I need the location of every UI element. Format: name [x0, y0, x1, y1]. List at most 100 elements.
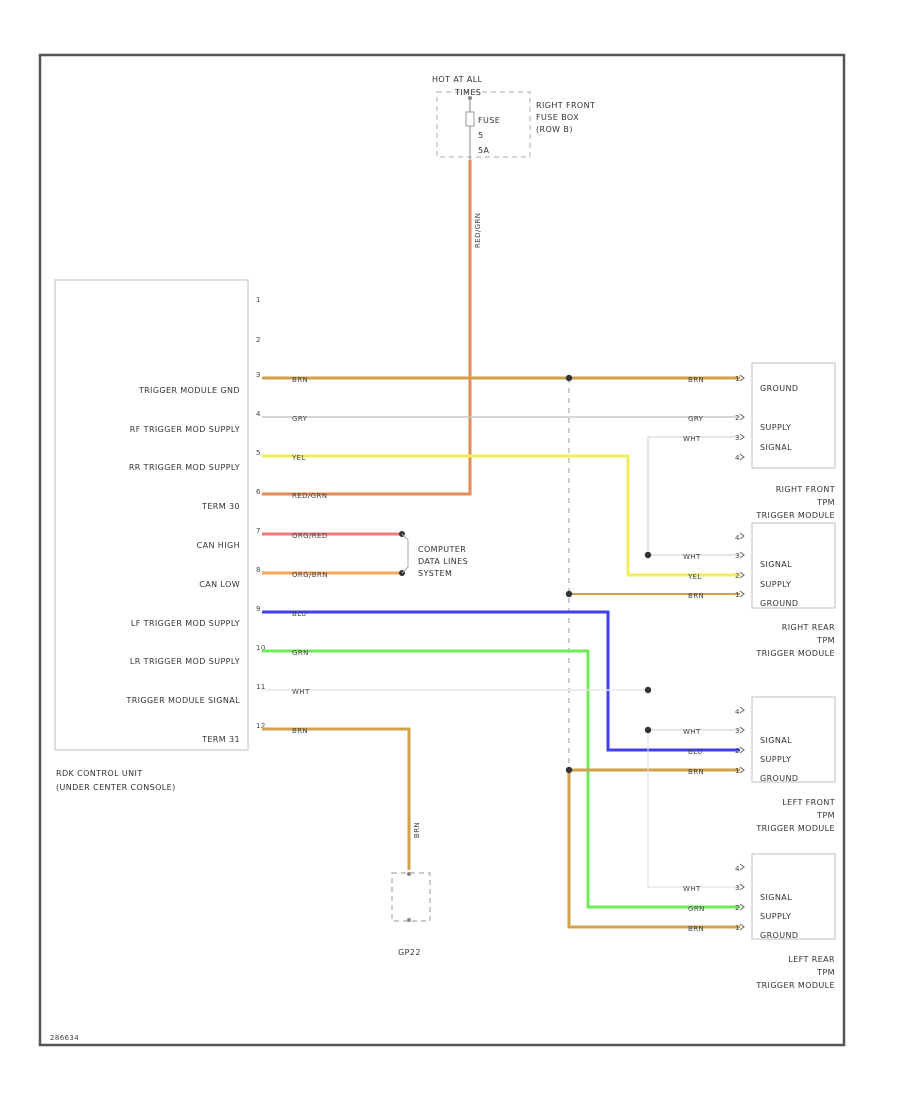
rf-pin-num-1: 1 [735, 375, 740, 383]
lr-wire-2: GRN [688, 905, 705, 913]
cu-pin-label-3: TRIGGER MODULE GND [138, 386, 240, 395]
rr-pin-num-3: 3 [735, 552, 740, 560]
rf-pin-label-3: SIGNAL [760, 443, 792, 452]
rr-wire-3: WHT [683, 553, 701, 561]
connector-mark [739, 923, 745, 931]
fuse-header-2: TIMES [454, 88, 481, 97]
rf-wire-3: WHT [683, 435, 701, 443]
rr-pin-label-2: SUPPLY [760, 580, 791, 589]
connector-mark [739, 590, 745, 598]
data-lines-2: DATA LINES [418, 557, 468, 566]
cu-pin-num-9: 9 [256, 605, 261, 613]
lf-module-name-1: LEFT FRONT [782, 798, 835, 807]
lf-module-name-2: TPM [816, 811, 835, 820]
fuse-box-name-3: (ROW B) [536, 125, 573, 134]
data-lines-3: SYSTEM [418, 569, 452, 578]
splice-dot-wht-rr [644, 551, 652, 559]
wire-wht-rf-signal [647, 436, 740, 555]
lf-pin-label-2: SUPPLY [760, 755, 791, 764]
rf-pin-num-2: 2 [735, 414, 740, 422]
cu-wire-3: BRN [292, 376, 308, 384]
vertical-wire-label: RED/GRN [474, 213, 482, 248]
lr-module-name-3: TRIGGER MODULE [755, 981, 835, 990]
splice-dot-wht-main [644, 686, 652, 694]
rr-pin-num-4: 4 [735, 534, 740, 542]
lr-module-name-2: TPM [816, 968, 835, 977]
cu-pin-num-2: 2 [256, 336, 261, 344]
connector-mark [739, 706, 745, 714]
rr-pin-num-2: 2 [735, 572, 740, 580]
connector-mark [739, 532, 745, 540]
cu-pin-num-11: 11 [256, 683, 266, 691]
connector-mark [739, 413, 745, 421]
fuse-top-terminal [468, 96, 472, 100]
rr-module-box [751, 522, 836, 609]
lf-module-box [751, 696, 836, 783]
fuse-box-name-1: RIGHT FRONT [536, 101, 595, 110]
lr-wire-1: BRN [688, 925, 704, 933]
cu-pin-num-12: 12 [256, 722, 266, 730]
connector-mark [739, 374, 745, 382]
wire-brn-term31 [262, 727, 411, 870]
rr-module-name-3: TRIGGER MODULE [755, 649, 835, 658]
wire-wht-lr-signal [647, 730, 740, 888]
wire-grn-lr-supply [262, 649, 740, 909]
lf-pin-label-3: SIGNAL [760, 736, 792, 745]
wire-blu-lf-supply [262, 610, 740, 752]
lr-pin-num-4: 4 [735, 865, 740, 873]
cu-pin-label-12: TERM 31 [201, 735, 240, 744]
rf-module-name-2: TPM [816, 498, 835, 507]
cu-wire-4: GRY [292, 415, 308, 423]
lf-pin-num-2: 2 [735, 747, 740, 755]
cu-pin-label-5: RR TRIGGER MOD SUPPLY [129, 463, 240, 472]
lf-wire-1: BRN [688, 768, 704, 776]
connector-mark [739, 766, 745, 774]
ground-name: GP22 [398, 948, 421, 957]
lf-wire-3: WHT [683, 728, 701, 736]
cu-wire-12: BRN [292, 727, 308, 735]
lf-pin-label-1: GROUND [760, 774, 798, 783]
fuse-number: 5 [478, 131, 484, 140]
lf-pin-num-3: 3 [735, 727, 740, 735]
rf-module-box [751, 362, 836, 469]
data-lines-bracket [401, 533, 409, 574]
rf-pin-num-3: 3 [735, 434, 740, 442]
cu-pin-num-7: 7 [256, 527, 261, 535]
lf-pin-num-1: 1 [735, 767, 740, 775]
fuse-label: FUSE [478, 116, 500, 125]
rr-module-name-1: RIGHT REAR [782, 623, 835, 632]
connector-marks [739, 374, 745, 931]
cu-pin-label-7: CAN HIGH [197, 541, 240, 550]
rf-pin-label-1: GROUND [760, 384, 798, 393]
wire-yel-rr-supply [262, 454, 740, 577]
rf-wire-1: BRN [688, 376, 704, 384]
cu-pin-label-9: LF TRIGGER MOD SUPPLY [131, 619, 240, 628]
cu-pin-num-4: 4 [256, 410, 261, 418]
rf-pin-num-4: 4 [735, 454, 740, 462]
ground-wire-label: BRN [413, 822, 421, 838]
connector-mark [739, 433, 745, 441]
rr-pin-label-3: SIGNAL [760, 560, 792, 569]
cu-pin-label-8: CAN LOW [199, 580, 240, 589]
cu-pin-num-10: 10 [256, 644, 266, 652]
fuse-box [436, 91, 531, 158]
cu-pin-num-3: 3 [256, 371, 261, 379]
lr-pin-label-1: GROUND [760, 931, 798, 940]
splice-dot-brn-top [565, 374, 573, 382]
connector-mark [739, 726, 745, 734]
rr-wire-1: BRN [688, 592, 704, 600]
rr-pin-num-1: 1 [735, 591, 740, 599]
lf-pin-num-4: 4 [735, 708, 740, 716]
cu-pin-num-5: 5 [256, 449, 261, 457]
rf-pin-label-2: SUPPLY [760, 423, 791, 432]
cu-wire-5: YEL [291, 454, 306, 462]
fuse-box-name-2: FUSE BOX [536, 113, 579, 122]
rr-wire-2: YEL [687, 573, 702, 581]
connector-mark [739, 551, 745, 559]
connector-mark [739, 863, 745, 871]
fuse-element [465, 111, 475, 127]
cu-pin-num-6: 6 [256, 488, 261, 496]
rf-module-name-1: RIGHT FRONT [776, 485, 835, 494]
rr-module-name-2: TPM [816, 636, 835, 645]
